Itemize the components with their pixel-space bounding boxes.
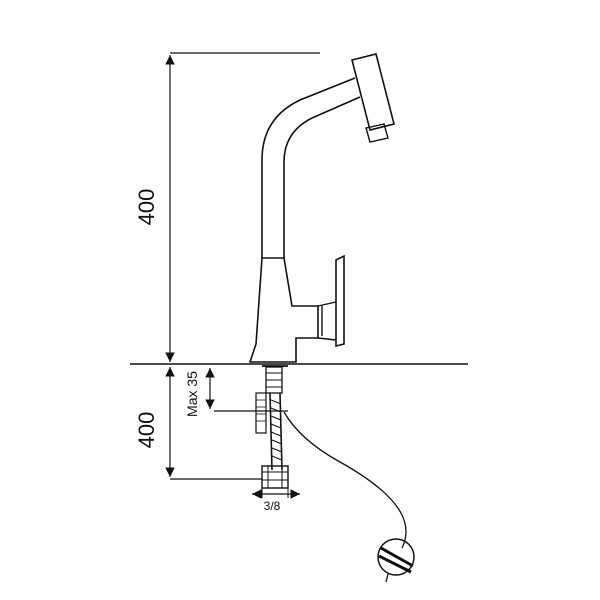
lower-length-label: 400 xyxy=(134,412,159,449)
counterweight-band xyxy=(378,546,414,574)
upper-height-label: 400 xyxy=(134,189,159,226)
counterweight-hook xyxy=(385,573,389,583)
threaded-rod xyxy=(255,392,267,434)
thread-label: 3/8 xyxy=(264,499,281,513)
spout-head xyxy=(351,53,395,131)
braided-hose xyxy=(269,392,283,471)
hose-braid xyxy=(270,399,283,461)
pullout-cable xyxy=(283,411,407,549)
faucet-handle xyxy=(335,254,345,348)
faucet-body xyxy=(248,257,319,363)
faucet-spout xyxy=(261,77,361,258)
hose-fitting xyxy=(261,465,289,489)
spout-aerator xyxy=(365,123,389,143)
max-label: Max 35 xyxy=(184,371,200,417)
handle-connector xyxy=(317,301,337,341)
counterweight-ball xyxy=(377,538,415,576)
